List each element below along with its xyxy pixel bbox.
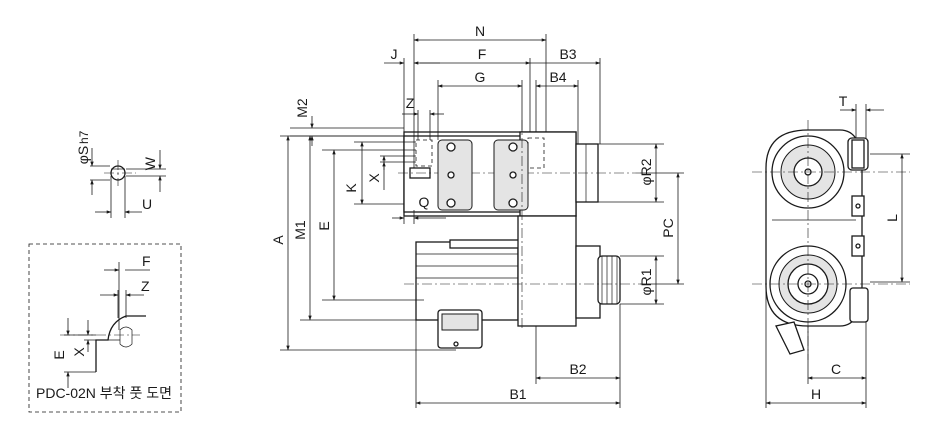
- label-h7: h7: [77, 130, 91, 144]
- label-m1: M1: [292, 220, 308, 240]
- label-x-detail: X: [71, 347, 87, 357]
- label-k: K: [343, 183, 359, 193]
- label-w: W: [142, 156, 158, 170]
- label-g: G: [475, 69, 486, 85]
- label-m2: M2: [294, 98, 310, 118]
- foot-detail-box: [28, 243, 182, 413]
- label-b2: B2: [569, 361, 586, 377]
- label-b3: B3: [559, 46, 576, 62]
- label-phi-r2: φR2: [638, 158, 654, 185]
- front-view: [280, 34, 684, 408]
- label-n: N: [475, 23, 485, 39]
- label-q: Q: [419, 194, 430, 210]
- label-h: H: [811, 386, 821, 402]
- label-b1: B1: [509, 386, 526, 402]
- shaft-dia-label-group: φS h7: [75, 130, 91, 164]
- label-pc: PC: [660, 218, 676, 237]
- label-z: Z: [406, 95, 415, 111]
- label-t: T: [839, 93, 848, 109]
- label-f: F: [478, 46, 487, 62]
- label-b4: B4: [549, 69, 566, 85]
- label-z-detail: Z: [141, 278, 150, 294]
- label-phi-r1: φR1: [638, 268, 654, 295]
- shaft-detail: [90, 148, 166, 218]
- label-f-detail: F: [142, 253, 151, 269]
- label-e-detail: E: [51, 350, 67, 359]
- label-c: C: [831, 361, 841, 377]
- label-e: E: [316, 221, 332, 230]
- label-l: L: [884, 214, 900, 222]
- side-view: [752, 104, 910, 408]
- caption-foot-drawing: PDC-02N 부착 풋 도면: [36, 385, 172, 401]
- label-phi-s: φS: [75, 146, 91, 164]
- label-j: J: [391, 46, 398, 62]
- label-u: U: [142, 196, 152, 212]
- label-x: X: [366, 173, 382, 183]
- label-a: A: [270, 235, 286, 245]
